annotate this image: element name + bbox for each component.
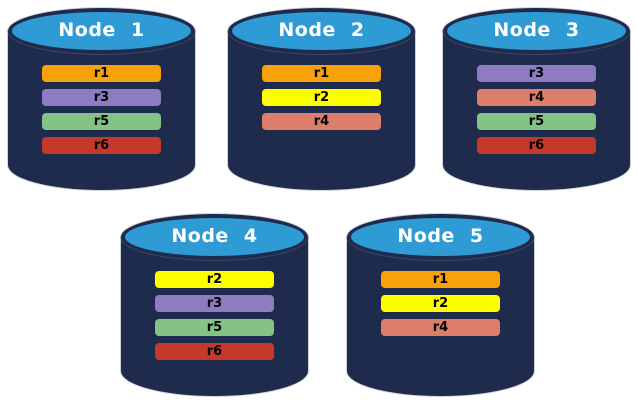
- replica-bar: r4: [262, 113, 381, 130]
- replica-bar: r6: [42, 137, 161, 154]
- cylinder-top: Node 5: [347, 214, 534, 260]
- node-label: Node 3: [493, 18, 580, 41]
- replica-bar: r3: [42, 89, 161, 106]
- cylinder-body: [121, 237, 308, 396]
- replica-bar: r1: [262, 65, 381, 82]
- cylinder-top: Node 2: [228, 8, 415, 54]
- replica-bar: r2: [155, 271, 274, 288]
- replica-bar: r4: [477, 89, 596, 106]
- cylinder-body: [443, 31, 630, 190]
- replica-bar: r1: [42, 65, 161, 82]
- replica-bar: r5: [42, 113, 161, 130]
- cylinder-top: Node 3: [443, 8, 630, 54]
- cylinder-body: [8, 31, 195, 190]
- replica-bar: r2: [381, 295, 500, 312]
- node-cylinder-5: Node 5 r1 r2 r4: [347, 214, 534, 396]
- node-cylinder-3: Node 3 r3 r4 r5 r6: [443, 8, 630, 190]
- replica-bar: r5: [477, 113, 596, 130]
- node-label: Node 2: [278, 18, 365, 41]
- replica-list: r2 r3 r5 r6: [155, 271, 274, 360]
- cylinder-body: [228, 31, 415, 190]
- replica-list: r1 r3 r5 r6: [42, 65, 161, 154]
- replica-list: r1 r2 r4: [262, 65, 381, 130]
- replica-bar: r3: [477, 65, 596, 82]
- replica-list: r3 r4 r5 r6: [477, 65, 596, 154]
- replica-bar: r5: [155, 319, 274, 336]
- replica-bar: r4: [381, 319, 500, 336]
- replica-bar: r6: [155, 343, 274, 360]
- node-cylinder-4: Node 4 r2 r3 r5 r6: [121, 214, 308, 396]
- cylinder-top: Node 1: [8, 8, 195, 54]
- cylinder-top: Node 4: [121, 214, 308, 260]
- replica-bar: r2: [262, 89, 381, 106]
- replica-bar: r6: [477, 137, 596, 154]
- node-label: Node 5: [397, 224, 484, 247]
- replica-list: r1 r2 r4: [381, 271, 500, 336]
- replica-bar: r3: [155, 295, 274, 312]
- node-label: Node 4: [171, 224, 258, 247]
- node-label: Node 1: [58, 18, 145, 41]
- node-cylinder-1: Node 1 r1 r3 r5 r6: [8, 8, 195, 190]
- cylinder-body: [347, 237, 534, 396]
- replica-bar: r1: [381, 271, 500, 288]
- node-cylinder-2: Node 2 r1 r2 r4: [228, 8, 415, 190]
